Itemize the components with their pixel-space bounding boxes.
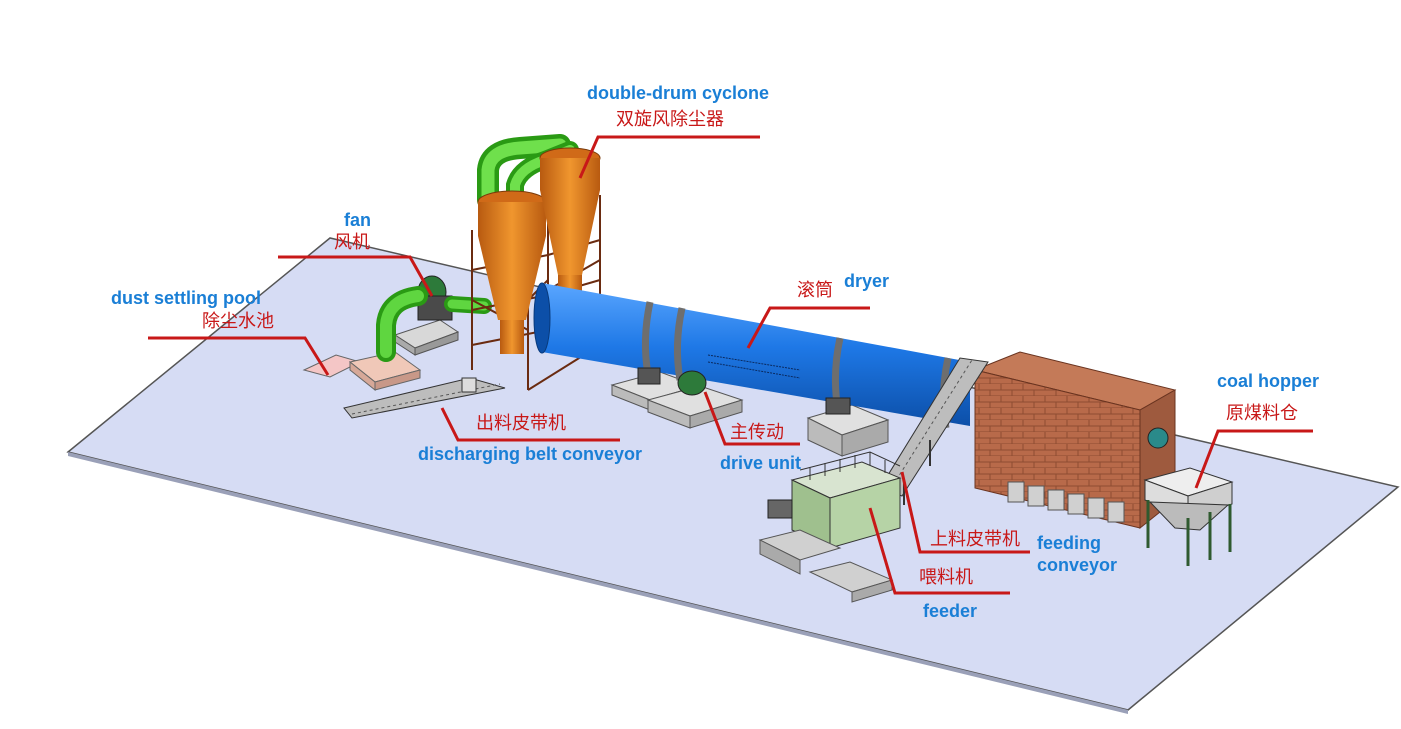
feeder-unit (758, 451, 902, 603)
floor-plate-edge (68, 452, 1128, 714)
label-drive-en: drive unit (720, 453, 802, 473)
label-cyclone-en: double-drum cyclone (587, 83, 770, 103)
label-fan-cn: 风机 (334, 232, 370, 253)
green-ducting (376, 134, 579, 362)
label-dust-pool-cn: 除尘水池 (202, 311, 274, 332)
label-feeding-en-1: feeding (1037, 533, 1102, 553)
leader-lines (148, 135, 1313, 595)
rotary-dryer-drum (533, 282, 970, 429)
label-dryer-en: dryer (844, 271, 890, 291)
dust-settling-pool (302, 351, 422, 392)
label-discharge-cn: 出料皮带机 (476, 413, 566, 434)
label-feeding-en-2: conveyor (1037, 555, 1118, 575)
label-dust-pool-en: dust settling pool (111, 288, 261, 308)
label-feeding-cn: 上料皮带机 (930, 529, 1020, 550)
cyclone-right (539, 147, 601, 305)
label-drive-cn: 主传动 (730, 422, 784, 443)
discharge-belt-conveyor (343, 377, 506, 419)
label-feeder-cn: 喂料机 (919, 567, 973, 588)
label-coal-hopper-en: coal hopper (1217, 371, 1320, 391)
cyclone-left (477, 190, 547, 354)
label-coal-hopper-cn: 原煤料仓 (1226, 403, 1298, 424)
label-discharge-en: discharging belt conveyor (418, 444, 643, 464)
coal-hopper-unit (1143, 467, 1234, 566)
label-cyclone-cn: 双旋风除尘器 (616, 109, 724, 130)
feeding-belt-conveyor (879, 357, 989, 505)
label-fan-en: fan (344, 210, 371, 230)
label-feeder-en: feeder (923, 601, 978, 621)
label-dryer-cn: 滚筒 (797, 280, 833, 301)
